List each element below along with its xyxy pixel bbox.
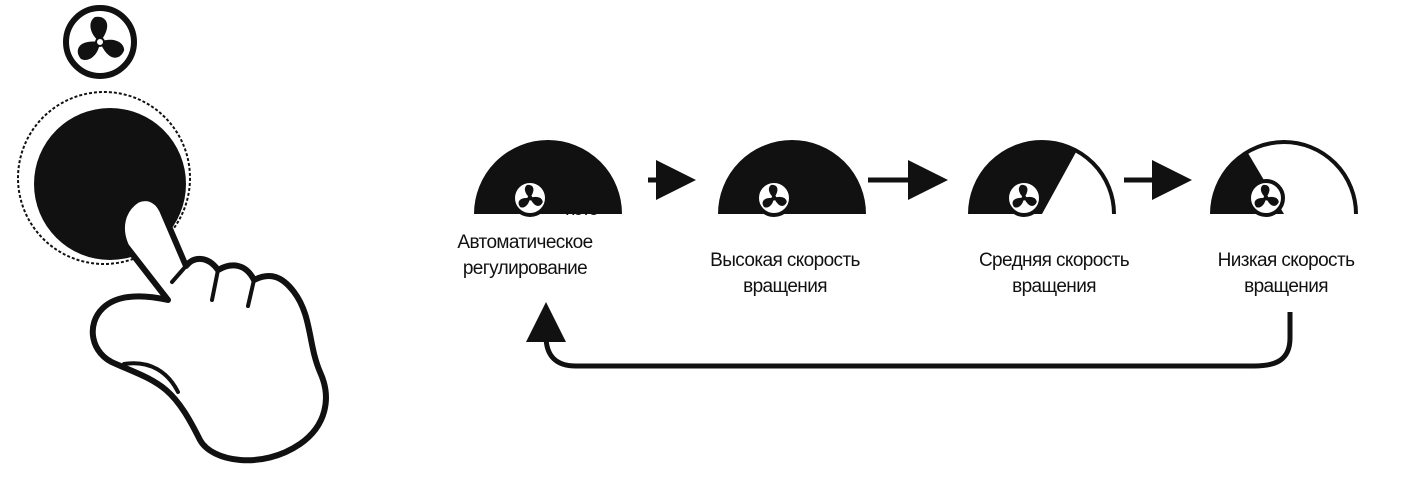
fan-icon xyxy=(755,179,793,217)
button-fan-icon xyxy=(63,5,137,79)
fan-icon xyxy=(511,179,549,217)
auto-tag: AUTO xyxy=(566,204,598,218)
mode-high-indicator xyxy=(718,140,866,217)
fan-icon xyxy=(1005,179,1043,217)
mode-low-indicator xyxy=(1210,140,1358,217)
mode-medium-indicator xyxy=(968,140,1116,217)
pointing-hand-icon xyxy=(89,195,329,464)
fan-icon xyxy=(1247,179,1285,217)
speed-level-fill xyxy=(970,141,1077,214)
mode-auto-indicator xyxy=(474,140,622,217)
return-arrow-icon xyxy=(526,302,1293,369)
